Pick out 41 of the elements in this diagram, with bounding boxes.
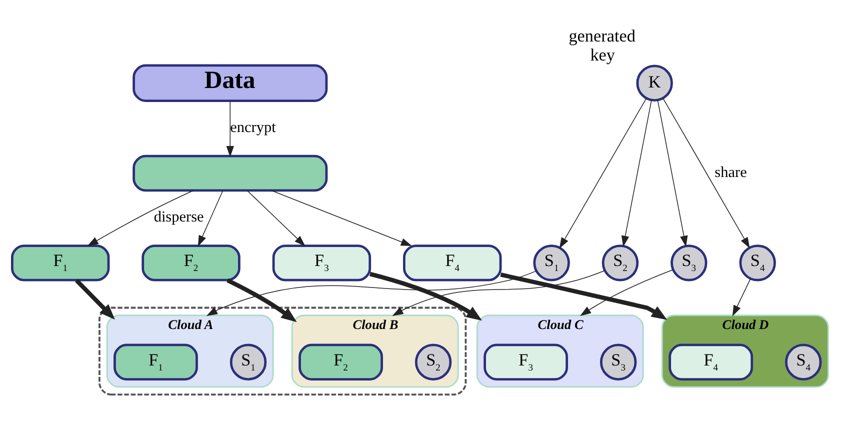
node-box: F$_{3}$: [272, 244, 372, 281]
arrow: [662, 97, 750, 248]
arrow: [206, 270, 537, 316]
arrow: [226, 278, 297, 322]
node-label: generated: [568, 26, 636, 46]
edge-label: encrypt: [230, 118, 276, 136]
node-box: F$_{3}$: [484, 343, 568, 380]
arrow: [621, 99, 652, 246]
arrow: [732, 278, 751, 316]
arrow: [500, 272, 668, 320]
arrow: [198, 190, 224, 246]
arrow: [75, 278, 115, 320]
arrow: [580, 268, 674, 316]
node-box: Data: [132, 64, 328, 102]
node-box: F$_{2}$: [298, 343, 383, 380]
node-box: F$_{4}$: [403, 244, 502, 281]
node-circle: S$_{2}$: [602, 244, 639, 281]
node-circle: S$_{4}$: [785, 343, 822, 380]
arrow: [392, 270, 605, 316]
node-box: F$_{1}$: [114, 343, 198, 380]
node-circle: S$_{3}$: [600, 343, 637, 380]
arrow: [87, 190, 194, 246]
arrow: [559, 97, 647, 248]
node-box: F$_{4}$: [668, 343, 754, 380]
arrow: [246, 190, 306, 246]
arrow: [369, 271, 482, 320]
node-circle: S$_{4}$: [739, 244, 776, 281]
node-circle: S$_{3}$: [670, 244, 708, 281]
node-circle: K: [636, 64, 673, 101]
node-box: F$_{1}$: [11, 244, 110, 281]
node-circle: S$_{1}$: [230, 343, 267, 380]
node-box: [132, 154, 328, 192]
node-circle: S$_{2}$: [414, 343, 452, 380]
node-label: key: [590, 45, 615, 64]
node-circle: S$_{1}$: [533, 244, 570, 281]
arrow: [271, 190, 412, 246]
arrow: [226, 100, 234, 157]
edge-label: disperse: [154, 208, 204, 226]
edge-label: share: [714, 163, 747, 180]
node-box: F$_{2}$: [142, 244, 240, 281]
arrow: [657, 99, 688, 246]
